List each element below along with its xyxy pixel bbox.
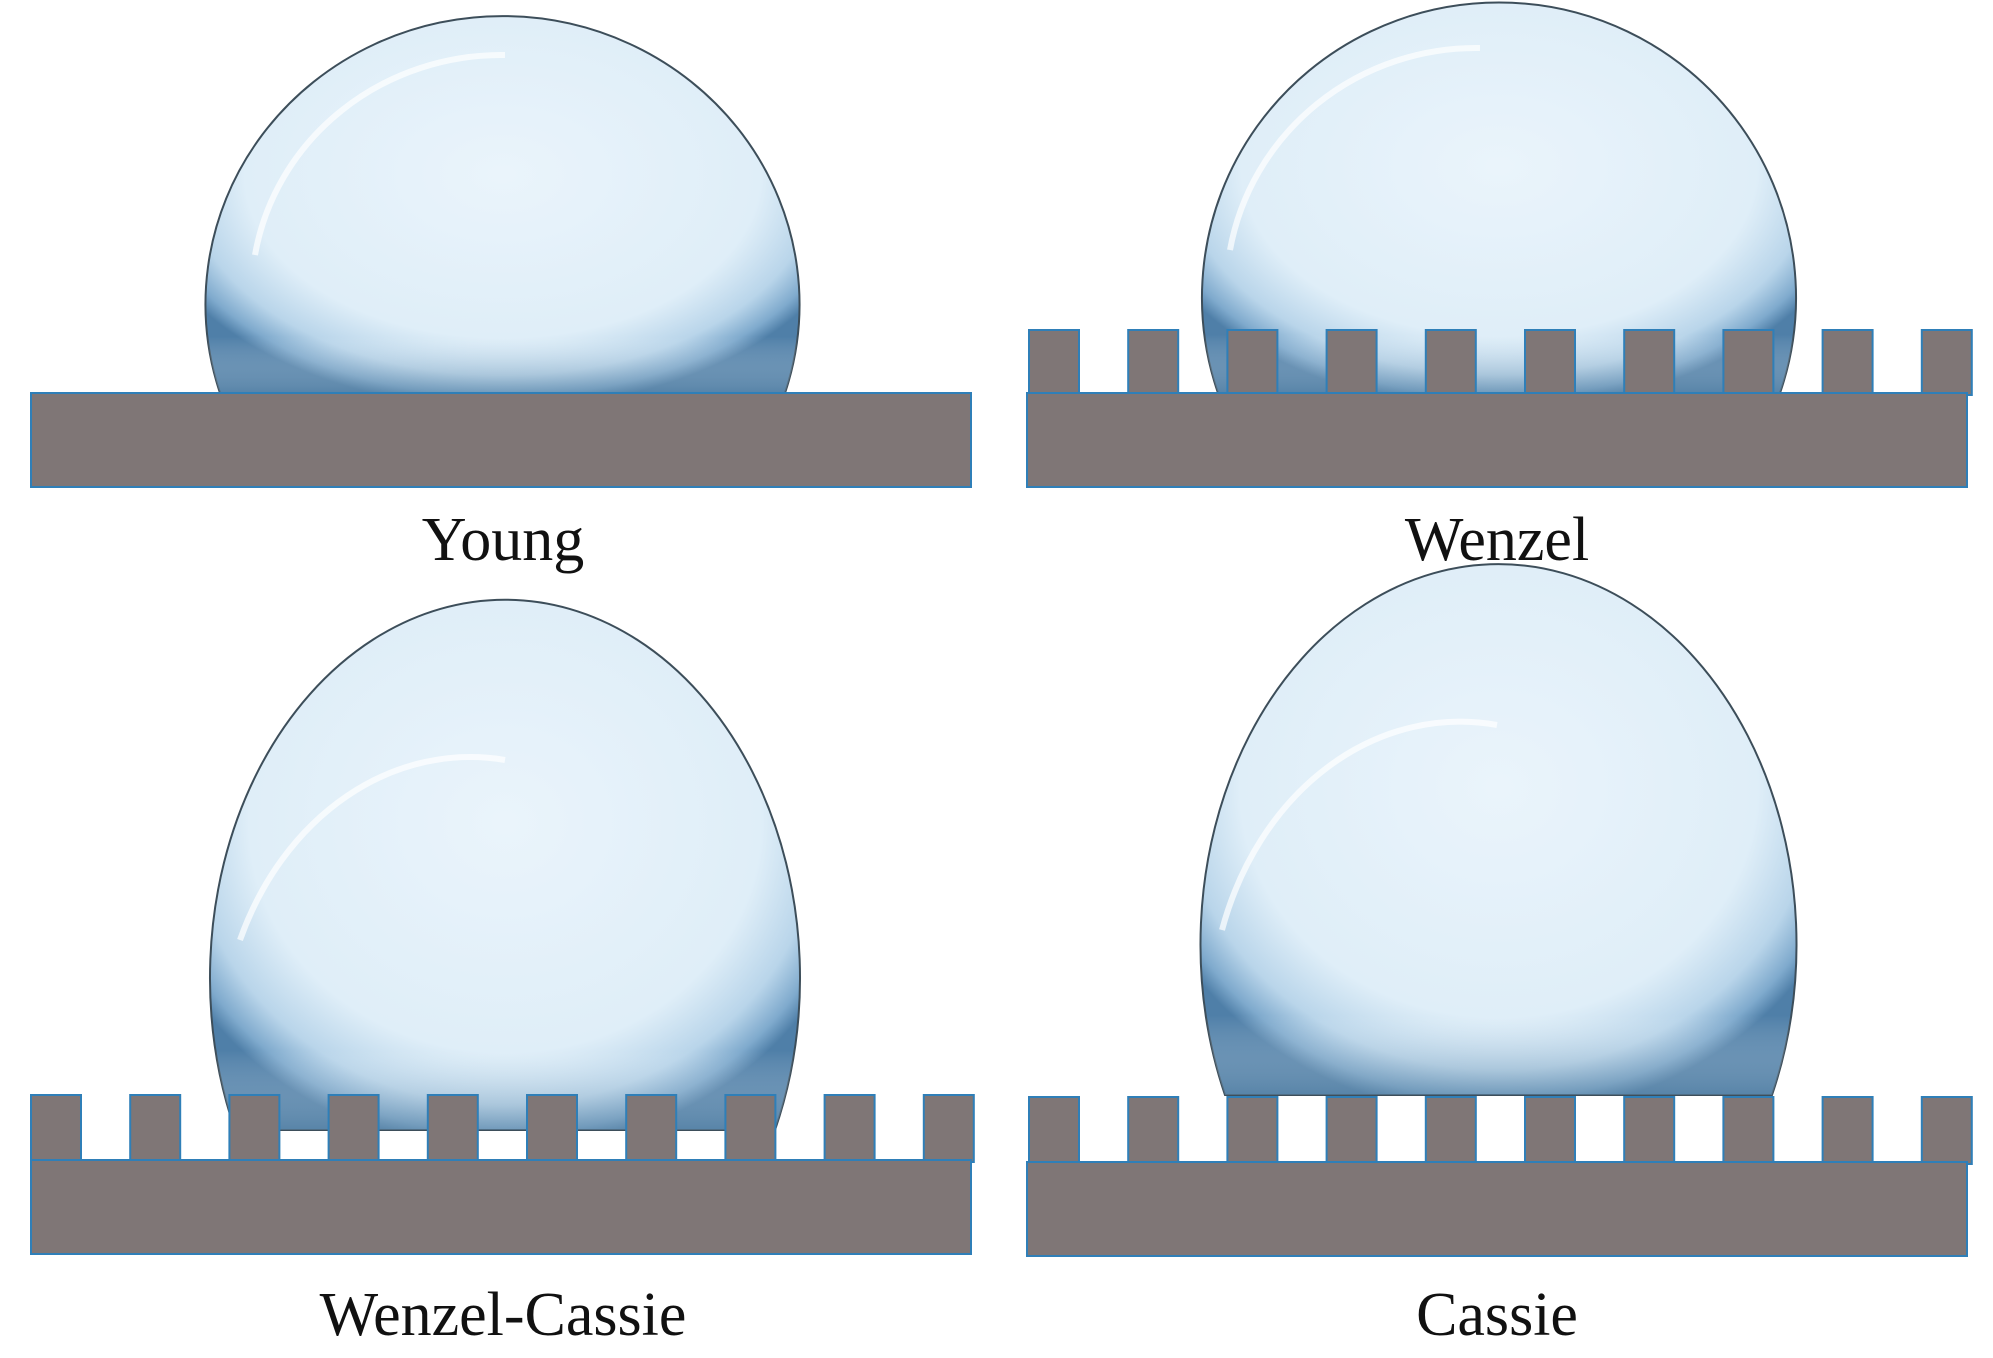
panel-wenzel-cassie: Wenzel-Cassie	[30, 598, 975, 1349]
panel-young: Young	[30, 15, 972, 574]
substrate-pillars-wenzel	[1028, 329, 1973, 396]
substrate-pillar	[724, 1094, 777, 1163]
substrate-pillar	[228, 1094, 281, 1163]
droplet-base-shade	[1201, 2, 1796, 393]
droplet-highlight	[1219, 718, 1498, 931]
label-wenzel: Wenzel	[1405, 506, 1589, 574]
substrate-pillar	[1722, 1096, 1775, 1165]
droplet-highlight	[237, 754, 506, 942]
substrate-base-wenzel	[1026, 392, 1968, 488]
droplet-highlight	[1227, 44, 1481, 251]
substrate-pillar	[1722, 329, 1775, 396]
substrate-pillar	[1623, 329, 1676, 396]
substrate-pillar	[1325, 329, 1378, 396]
droplet-base-shade	[205, 16, 800, 394]
substrate-pillar	[1623, 1096, 1676, 1165]
substrate-pillar	[1127, 329, 1180, 396]
substrate-pillar	[625, 1094, 678, 1163]
droplet-young	[204, 15, 801, 394]
substrate-pillar	[1821, 329, 1874, 396]
droplet-base-shade	[1200, 564, 1797, 1095]
label-cassie: Cassie	[1416, 1281, 1578, 1349]
substrate-pillar	[1524, 1096, 1576, 1165]
substrate-pillar	[1028, 329, 1080, 396]
substrate-pillar	[1226, 329, 1279, 396]
droplet-wenzel-cassie	[209, 598, 801, 1131]
substrate-pillar	[1424, 1096, 1477, 1165]
substrate-pillar	[1920, 1096, 1973, 1165]
substrate-pillar	[1226, 1096, 1279, 1165]
substrate-pillar	[922, 1094, 975, 1163]
droplet-base-shade	[209, 599, 800, 1130]
substrate-base-wenzel-cassie	[30, 1159, 972, 1255]
panel-wenzel: Wenzel	[1026, 1, 1973, 574]
substrate-pillar	[1127, 1096, 1180, 1165]
substrate-pillar	[1325, 1096, 1378, 1165]
droplet-cassie	[1199, 563, 1798, 1096]
substrate-pillar	[1028, 1096, 1080, 1165]
substrate-smooth	[30, 392, 972, 488]
substrate-pillar	[30, 1094, 82, 1163]
label-young: Young	[422, 506, 585, 574]
substrate-pillar	[526, 1094, 578, 1163]
substrate-pillar	[1821, 1096, 1874, 1165]
substrate-pillar	[1524, 329, 1576, 396]
substrate-pillar	[1920, 329, 1973, 396]
substrate-pillar	[129, 1094, 182, 1163]
substrate-base-cassie	[1026, 1161, 1968, 1257]
droplet-highlight	[252, 51, 506, 256]
substrate-pillar	[1424, 329, 1477, 396]
substrate-pillar	[426, 1094, 479, 1163]
panel-cassie: Cassie	[1026, 563, 1973, 1349]
substrate-pillars-cassie	[1028, 1096, 1973, 1165]
droplet-wenzel	[1201, 1, 1797, 394]
substrate-pillar	[327, 1094, 380, 1163]
label-wenzel-cassie: Wenzel-Cassie	[320, 1281, 687, 1349]
substrate-pillar	[823, 1094, 876, 1163]
